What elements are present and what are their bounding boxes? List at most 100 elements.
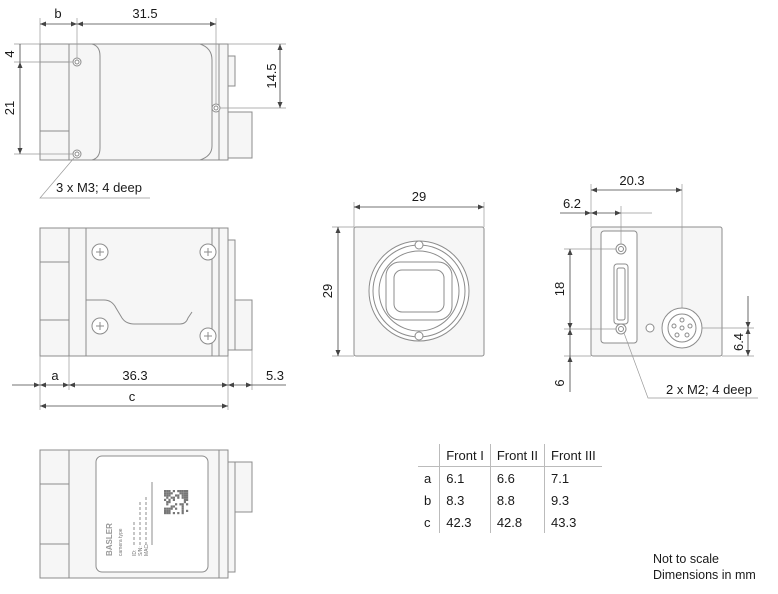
dim-label-4: 4 — [2, 50, 17, 57]
dim-label-front-height: 29 — [320, 284, 335, 298]
qr-module — [166, 512, 169, 515]
table-header-row: Front I Front II Front III — [418, 444, 602, 467]
mount-pin-top — [414, 240, 424, 250]
qr-module — [172, 512, 175, 515]
callout-back-holes: 2 x M2; 4 deep — [666, 382, 752, 397]
top-view-body — [39, 43, 229, 161]
top-view-connector — [227, 111, 253, 159]
leader-back-holes — [623, 332, 758, 399]
table-cell: 6.1 — [439, 466, 491, 489]
label-mac-text: MAC: — [144, 544, 150, 557]
bottom-view: BASLER camera type ID: S/N: MAC: — [39, 449, 253, 579]
note-scale: Not to scale — [653, 552, 720, 566]
back-hole-top — [615, 243, 627, 255]
qr-module — [183, 496, 186, 499]
dim-label-21: 21 — [2, 101, 17, 115]
qr-code — [164, 490, 189, 515]
qr-module — [164, 507, 167, 510]
table-header-front-1: Front I — [439, 444, 491, 467]
qr-module — [183, 494, 186, 497]
back-led — [645, 323, 655, 333]
qr-module — [172, 496, 175, 499]
qr-module — [166, 509, 169, 512]
qr-module — [181, 492, 184, 495]
qr-module — [170, 492, 173, 495]
qr-module — [181, 503, 184, 506]
qr-module — [166, 503, 169, 506]
qr-module — [181, 496, 184, 499]
bottom-view-connector — [234, 461, 253, 513]
qr-module — [168, 507, 171, 510]
qr-module — [175, 507, 178, 510]
dim-label-5-3: 5.3 — [266, 368, 284, 383]
label-sn-text: S/N: — [138, 546, 144, 556]
qr-module — [164, 490, 167, 493]
qr-module — [166, 507, 169, 510]
label-id-text: ID: — [132, 550, 138, 556]
note-units: Dimensions in mm — [653, 568, 756, 582]
callout-top-holes: 3 x M3; 4 deep — [56, 180, 142, 195]
dim-label-6-2: 6.2 — [563, 196, 581, 211]
dim-label-20-3: 20.3 — [619, 173, 644, 188]
table-cell: 9.3 — [543, 489, 602, 511]
top-hole-3 — [211, 103, 221, 113]
qr-module — [177, 490, 180, 493]
dim-label-a: a — [51, 368, 59, 383]
qr-module — [166, 494, 169, 497]
qr-module — [186, 494, 189, 497]
dim-label-18: 18 — [552, 282, 567, 296]
table-cell: 6.6 — [489, 466, 545, 489]
drawing-notes: Not to scale Dimensions in mm — [653, 551, 756, 583]
table-row-key: a — [424, 470, 432, 486]
qr-module — [183, 490, 186, 493]
table-cell: 43.3 — [543, 511, 602, 533]
label-type-text: camera type — [118, 528, 124, 556]
side-view-body — [39, 227, 229, 357]
dim-label-c: c — [129, 389, 136, 404]
qr-module — [164, 512, 167, 515]
qr-module — [181, 509, 184, 512]
qr-module — [172, 505, 175, 508]
qr-module — [175, 503, 178, 506]
qr-module — [168, 509, 171, 512]
table-cell: 8.3 — [439, 489, 491, 511]
screw-3 — [91, 317, 109, 335]
qr-module — [186, 492, 189, 495]
table-row-key: c — [424, 514, 431, 530]
qr-module — [170, 496, 173, 499]
table-header-front-2: Front II — [489, 444, 545, 467]
table-row: a 6.1 6.6 7.1 — [418, 466, 602, 489]
qr-module — [179, 490, 182, 493]
sensor-window — [385, 261, 453, 321]
qr-module — [170, 505, 173, 508]
qr-module — [164, 498, 167, 501]
dim-label-31-5: 31.5 — [132, 6, 157, 21]
qr-module — [183, 492, 186, 495]
side-view-connector — [234, 299, 253, 351]
dim-label-6: 6 — [552, 379, 567, 386]
table-header-empty — [418, 444, 440, 467]
qr-module — [168, 512, 171, 515]
screw-2 — [199, 243, 217, 261]
qr-module — [177, 512, 180, 515]
top-view-connector-plate — [227, 55, 236, 87]
top-hole-2 — [72, 149, 82, 159]
qr-module — [179, 503, 182, 506]
dim-label-6-4: 6.4 — [731, 333, 746, 351]
qr-module — [168, 492, 171, 495]
top-hole-1 — [72, 57, 82, 67]
bottom-view-connector-plate — [227, 461, 236, 573]
leader-top-holes — [39, 157, 150, 199]
mount-pin-bottom — [414, 331, 424, 341]
screw-4 — [199, 327, 217, 345]
qr-module — [166, 490, 169, 493]
back-view: 20.3 6.2 18 6 6.4 2 x M2; 4 deep — [552, 173, 758, 399]
table-cell: 8.8 — [489, 489, 545, 511]
side-view-connector-plate — [227, 239, 236, 351]
table-row: c 42.3 42.8 43.3 — [418, 511, 602, 533]
qr-module — [164, 509, 167, 512]
qr-module — [181, 512, 184, 515]
qr-module — [170, 507, 173, 510]
qr-module — [166, 496, 169, 499]
